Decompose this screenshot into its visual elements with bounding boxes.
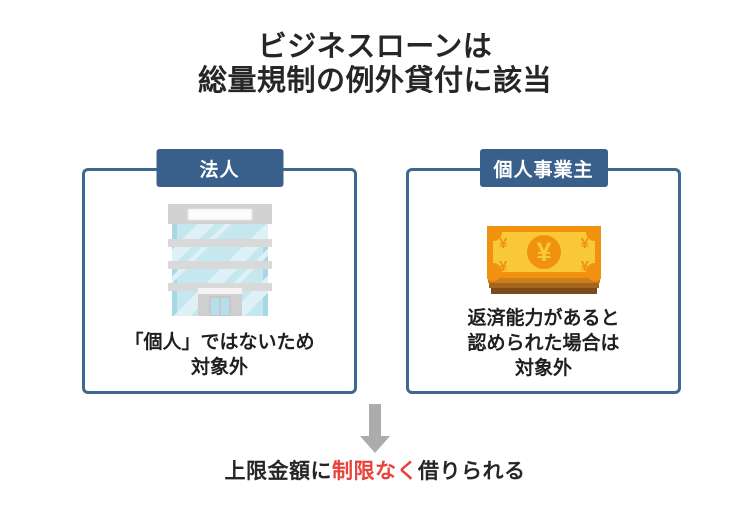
svg-text:¥: ¥ [499,258,508,275]
card-sole-proprietor: 個人事業主 ¥ ¥ ¥ ¥ ¥ 返済能力があると [406,149,681,394]
title-line-1: ビジネスローンは [257,31,493,63]
title-line-2: 総量規制の例外貸付に該当 [197,65,552,97]
tab-corporation: 法人 [156,149,283,187]
card-caption-line: 認められた場合は [467,333,620,354]
svg-text:¥: ¥ [499,235,508,252]
svg-text:¥: ¥ [580,235,589,252]
svg-text:¥: ¥ [580,258,589,275]
tab-sole-proprietor-label: 個人事業主 [493,159,594,181]
conclusion-text: 上限金額に制限なく借りられる [0,455,750,485]
page-title: ビジネスローンは 総量規制の例外貸付に該当 [0,30,750,98]
card-corporation-caption: 「個人」ではないため 対象外 [124,330,314,380]
office-building-icon [167,204,272,316]
svg-text:¥: ¥ [536,237,551,267]
yen-banknote-icon: ¥ ¥ ¥ ¥ ¥ [486,226,601,294]
card-sole-proprietor-body: ¥ ¥ ¥ ¥ ¥ 返済能力があると 認められた場合は 対象外 [409,171,678,391]
conclusion-prefix: 上限金額に [224,460,332,483]
down-arrow-icon [360,404,390,453]
conclusion-highlight: 制限なく [332,460,418,483]
card-caption-line: 対象外 [190,357,248,378]
card-caption-line: 返済能力があると [467,308,620,329]
tab-corporation-label: 法人 [199,159,240,181]
down-arrow-shaft [369,404,381,436]
card-caption-line: 「個人」ではないため [124,332,315,353]
conclusion-suffix: 借りられる [418,460,526,483]
card-sole-proprietor-caption: 返済能力があると 認められた場合は 対象外 [467,306,619,381]
tab-sole-proprietor: 個人事業主 [479,149,608,187]
card-corporation: 法人 [82,149,357,394]
card-caption-line: 対象外 [514,358,572,379]
down-arrow-head [360,436,390,453]
card-corporation-body: 「個人」ではないため 対象外 [85,171,354,391]
